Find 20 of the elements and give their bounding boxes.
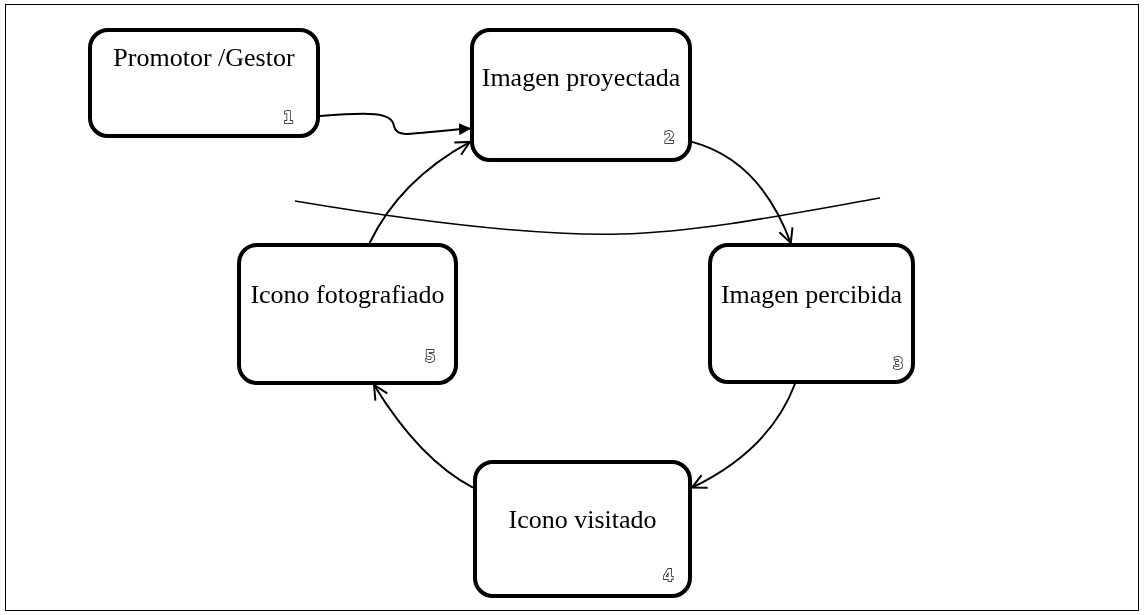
node-label: Promotor /Gestor [112,42,296,73]
node-label: Icono fotografiado [249,279,446,310]
process-box [470,28,692,162]
process-box [473,460,692,598]
arrow [691,140,794,244]
step-number: 3 [893,356,904,372]
process-box [237,243,458,385]
node-label: Imagen percibida [719,279,904,310]
arrow [373,384,474,489]
arrow [368,140,471,244]
process-box [88,28,320,138]
step-number: 4 [663,568,674,584]
node-label: Imagen proyectada [480,62,682,93]
node-label: Icono visitado [507,504,658,535]
step-number: 2 [664,130,675,146]
arrow [691,383,796,489]
step-number: 5 [425,349,436,365]
process-box [708,243,915,384]
arrow [319,112,471,136]
step-number: 1 [283,110,294,126]
